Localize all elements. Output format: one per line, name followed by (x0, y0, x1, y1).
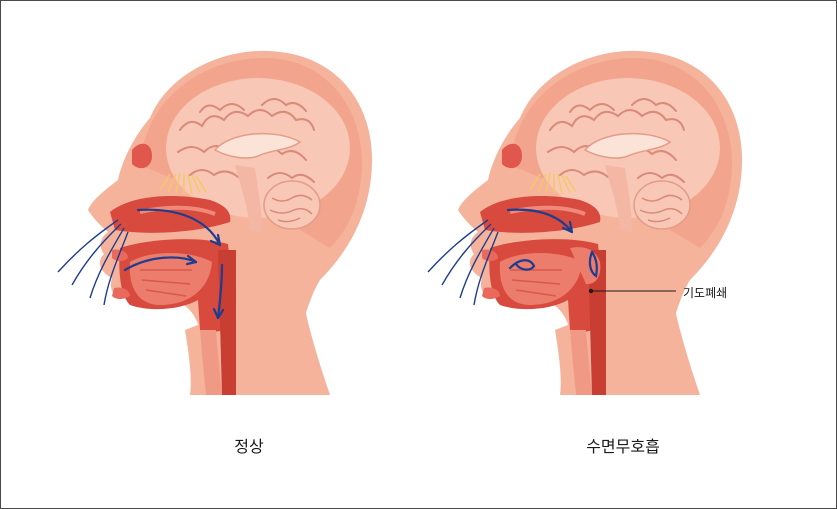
airway-obstruction-label: 기도폐쇄 (683, 284, 727, 301)
normal-head-illustration (58, 51, 372, 395)
normal-caption: 정상 (234, 433, 263, 457)
apnea-caption: 수면무호흡 (586, 433, 660, 457)
apnea-head-illustration (428, 51, 742, 395)
